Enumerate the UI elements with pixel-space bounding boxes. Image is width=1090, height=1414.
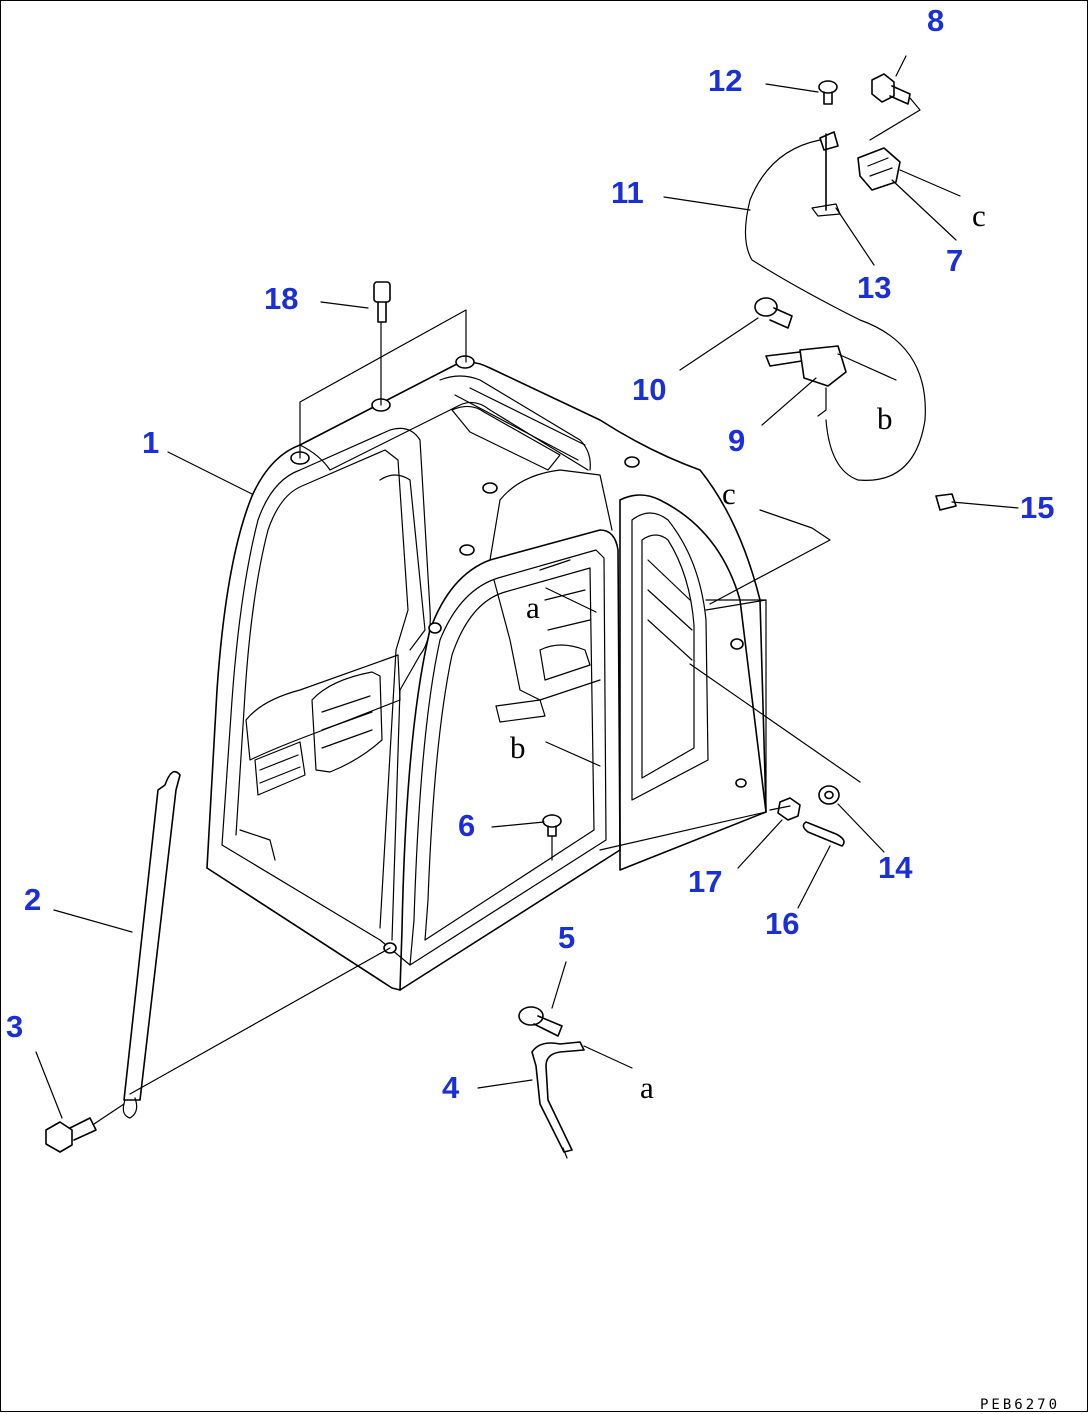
leader-lines [35,55,1019,1119]
callout-13: 13 [857,270,891,305]
callout-5: 5 [558,920,575,955]
part-6-pin [542,814,562,861]
callout-18: 18 [264,281,298,316]
drawing-code: PEB6270 [980,1397,1060,1413]
part-12-cap [818,80,838,105]
part-11-harness [744,139,926,481]
callout-10: 10 [632,372,666,407]
part-2-stay [122,770,391,1119]
callout-4: 4 [442,1070,460,1105]
ref-c-cab: c [722,476,736,511]
callout-11: 11 [611,175,644,210]
part-10-bolt [754,297,793,329]
part-17-washer [777,797,801,821]
callout-7: 7 [946,243,963,278]
part-8-bolt [869,73,921,141]
ref-b-cab: b [510,730,526,765]
part-4-bracket [531,1041,585,1159]
reference-labels: a b c a b c [510,198,986,1105]
reference-arrows [545,169,961,1069]
callout-labels: 1 2 3 4 5 6 7 8 9 10 11 12 13 14 15 16 1… [6,3,1054,1105]
callout-8: 8 [927,3,944,38]
part-13-clamp [811,131,841,217]
part-14-nut [818,785,840,805]
callout-17: 17 [688,864,722,899]
callout-2: 2 [24,882,41,917]
part-5-bolt [518,1006,563,1037]
part-15-clip [935,493,957,511]
callout-9: 9 [728,423,745,458]
cab-frame [206,355,767,991]
part-18-bolt [299,281,467,459]
callout-3: 3 [6,1009,23,1044]
ref-b-part: b [877,401,893,436]
part-7-connector [857,147,901,191]
callout-1: 1 [142,425,159,460]
callout-15: 15 [1020,490,1054,525]
callout-12: 12 [708,63,742,98]
callout-14: 14 [878,850,913,885]
ref-a-cab: a [526,590,540,625]
part-9-switch [765,345,847,417]
ref-a-part: a [640,1070,654,1105]
callout-6: 6 [458,808,475,843]
callout-16: 16 [765,906,799,941]
part-16-bolt [802,821,845,847]
ref-c-part: c [972,198,986,233]
part-3-bolt [45,1103,125,1153]
